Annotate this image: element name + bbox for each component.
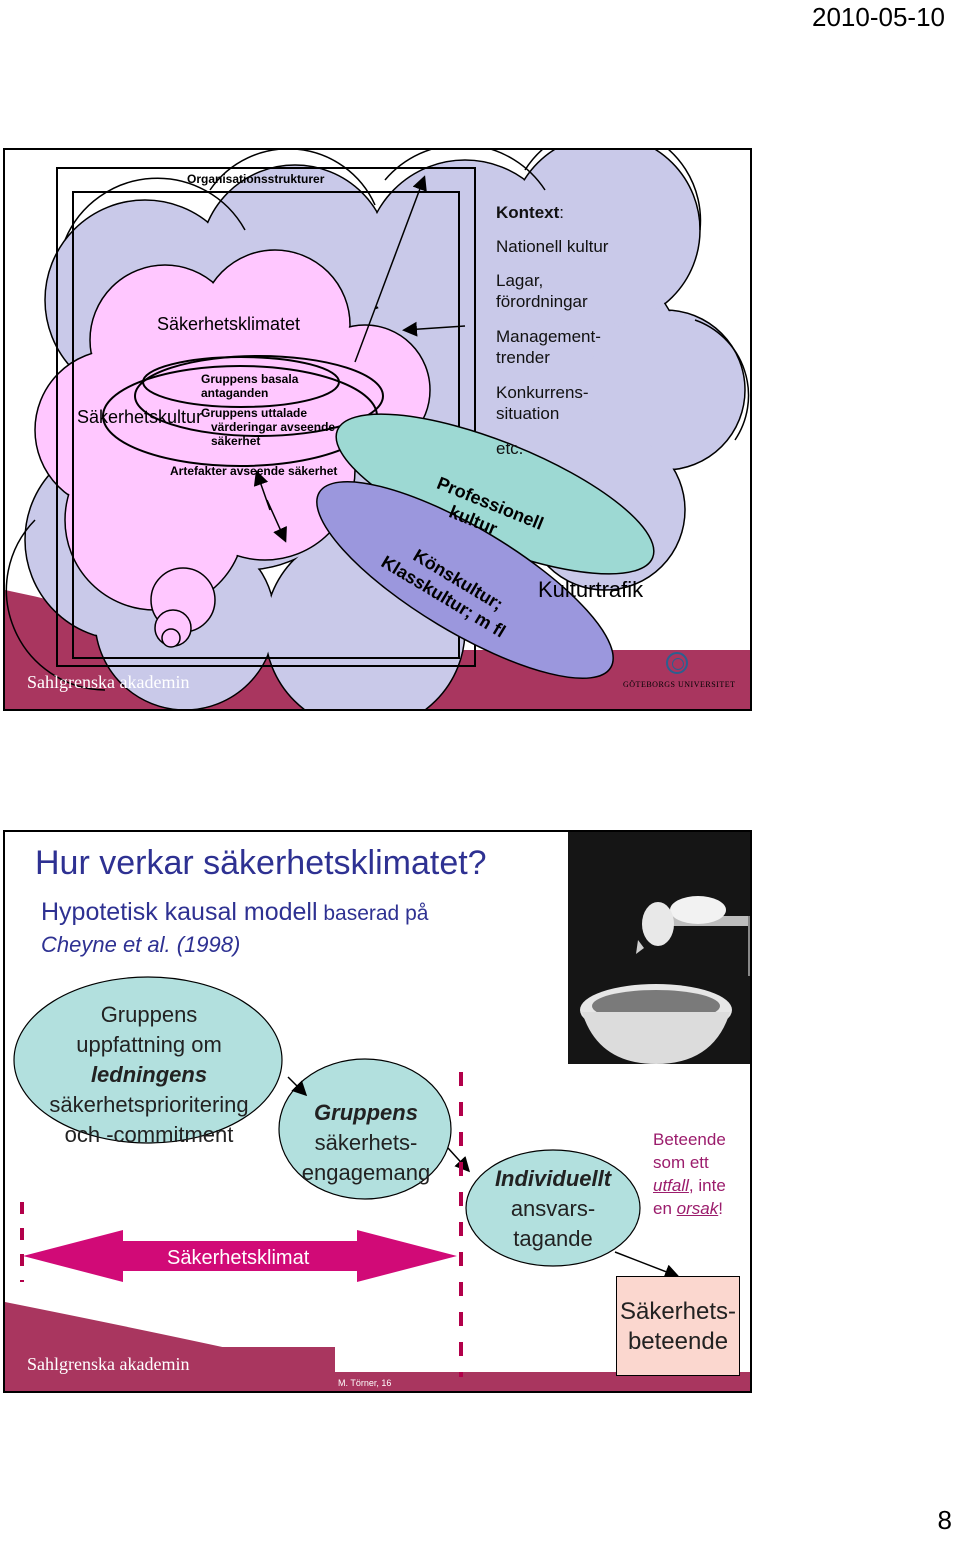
page-number: 8 (937, 1505, 952, 1535)
context-item: Management- (496, 327, 601, 346)
ellipse-konskultur (316, 481, 614, 679)
gu-logo: GÖTEBORGS UNIVERSITET (623, 680, 736, 689)
arrow-2 (447, 1147, 471, 1173)
context-item: Konkurrens- (496, 383, 589, 402)
label-organisationsstrukturer: Organisationsstrukturer (187, 172, 325, 186)
circle-gruppens-text: Gruppens säkerhets- engagemang (301, 1100, 431, 1185)
label-artefakter: Artefakter avseende säkerhet (170, 464, 338, 478)
arrow-1 (287, 1076, 308, 1097)
slide-footer: M. Törner, 16 (338, 1378, 392, 1388)
arrow-left (402, 321, 466, 337)
label-uttalade-varderingar: Gruppens uttalade värderingar avseende s… (201, 406, 336, 448)
arrow-double (253, 470, 271, 511)
sakerhetsbeteende-box: Säkerhets- beteende (616, 1276, 740, 1376)
context-heading: Kontext: (496, 203, 565, 222)
ellipse-vardering (134, 355, 384, 437)
context-item: etc. (496, 439, 524, 458)
context-item: Lagar, (496, 271, 544, 290)
double-arrow-sakerhetsklimat (23, 1230, 457, 1282)
circle-individuellt (465, 1149, 641, 1267)
ellipse-basala (142, 356, 340, 408)
label-sakerhetsklimat: Säkerhetsklimat (167, 1247, 310, 1269)
circle-ledningens-text: Gruppens uppfattning om ledningens säker… (49, 1002, 249, 1147)
slide-subtitle-citation: Cheyne et al. (1998) (41, 932, 241, 957)
duckling-photo (568, 832, 750, 1064)
label-basala-antaganden: Gruppens basala antaganden (201, 372, 299, 400)
context-item: förordningar (496, 292, 588, 311)
culture-model-diagram (5, 150, 750, 709)
context-item: situation (496, 404, 560, 423)
label-sakerhetsklimatet: Säkerhetsklimatet (157, 314, 301, 334)
org-structure-outer (56, 167, 476, 667)
sahlgrenska-logo: Sahlgrenska akademin (27, 1354, 190, 1374)
context-item: Nationell kultur (496, 237, 609, 256)
slide-culture-model: Organisationsstrukturer Säkerhetsklimate… (3, 148, 752, 711)
duckling-bowl-image (568, 832, 750, 1064)
label-sakerhetskultur: Säkerhetskultur (77, 407, 203, 427)
org-structure-inner (72, 191, 460, 659)
arrow-3 (614, 1251, 680, 1279)
outcome-note: Beteende som ett utfall, inte en orsak! (653, 1130, 726, 1218)
label-kulturtrafik: Kulturtrafik (538, 577, 644, 602)
sahlgrenska-logo: Sahlgrenska akademin (27, 672, 190, 692)
gu-seal-icon (666, 652, 688, 674)
circle-gruppens (278, 1058, 452, 1200)
thought-bubbles (150, 567, 216, 648)
slide-title: Hur verkar säkerhetsklimatet? (35, 844, 487, 882)
arrow-up (354, 175, 427, 363)
slide-subtitle: Hypotetisk kausal modell baserad på (41, 898, 429, 926)
page-date: 2010-05-10 (812, 2, 945, 32)
circle-ledningens (13, 976, 283, 1144)
circle-individuellt-text: Individuellt ansvars- tagande (494, 1166, 612, 1251)
slide-causal-model: Hur verkar säkerhetsklimatet? Hypotetisk… (3, 830, 752, 1393)
causal-model-diagram (5, 976, 750, 1391)
context-item: trender (496, 348, 550, 367)
